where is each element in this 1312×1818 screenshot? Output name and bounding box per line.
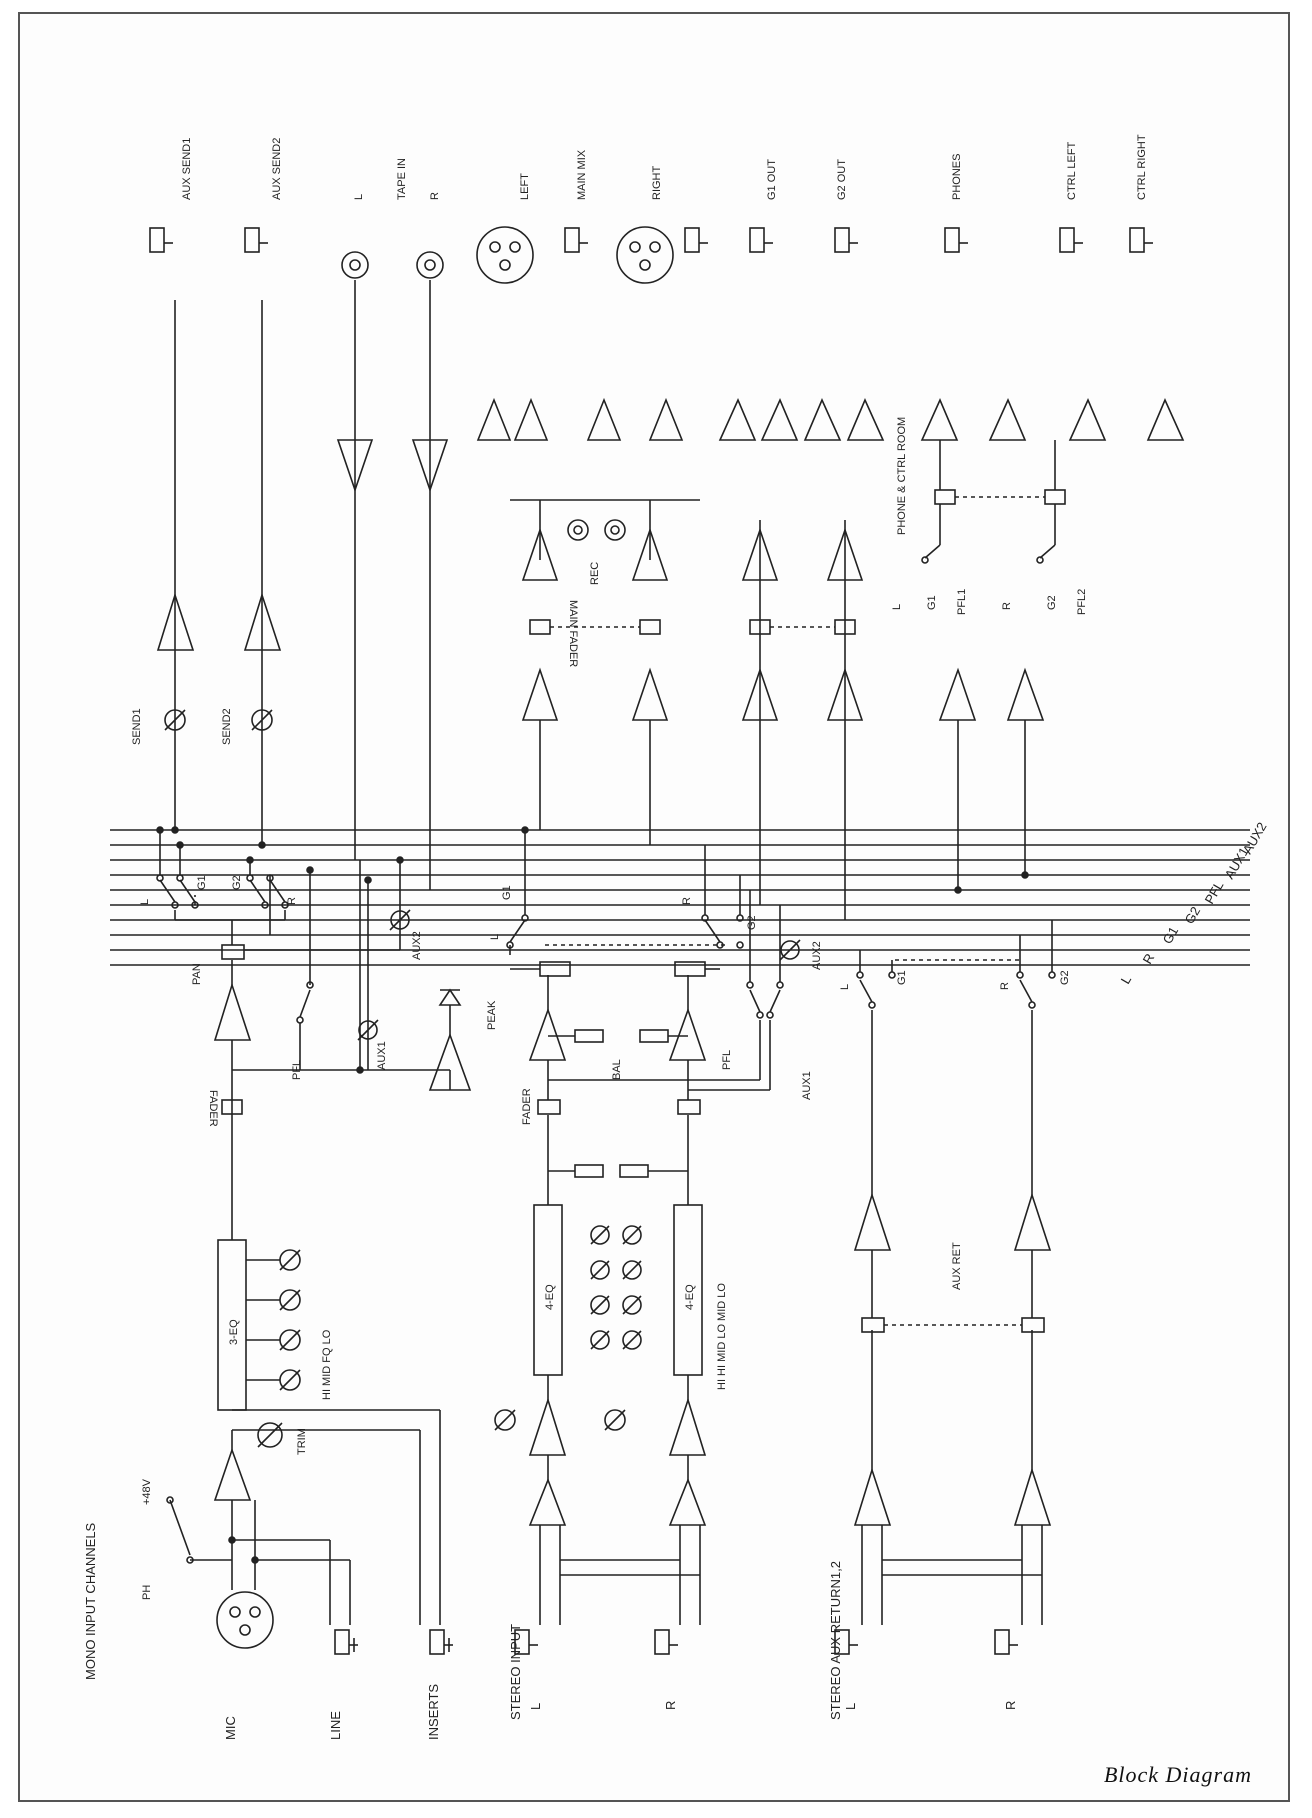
stereo-g1-label: G1 — [501, 885, 513, 900]
tape-r-label: R — [429, 192, 441, 200]
ctrl-right-label: CTRL RIGHT — [1136, 134, 1148, 200]
aux-ret-l-bus: L — [839, 984, 851, 990]
aux-send1-label: AUX SEND1 — [181, 138, 193, 200]
left-label: LEFT — [519, 173, 531, 200]
master-l-label: L — [891, 604, 903, 610]
mono-input-channel — [156, 826, 472, 1655]
rec-label: REC — [589, 562, 601, 585]
g1-out-label: G1 OUT — [766, 159, 778, 200]
mic-xlr-connector — [216, 1591, 274, 1649]
stereo-l-bus-label: L — [489, 934, 501, 940]
mono-r-label: R — [286, 897, 298, 905]
aux-ret-l-label: L — [843, 1703, 858, 1710]
master-g2-label: G2 — [1046, 595, 1058, 610]
inserts-label: INSERTS — [426, 1684, 441, 1740]
mono-amp — [213, 982, 252, 1041]
pan-pot — [221, 944, 245, 960]
mono-fader-label: FADER — [207, 1090, 219, 1127]
eq-3-bands-label: HI MID FQ LO — [321, 1329, 333, 1400]
stereo-l-label: L — [528, 1703, 543, 1710]
output-jacks — [149, 227, 1153, 253]
pfl2-label: PFL2 — [1076, 589, 1088, 615]
aux-ret-r-jack — [994, 1629, 1010, 1655]
mono-l-label: L — [139, 899, 151, 905]
stereo-g2-label: G2 — [746, 915, 758, 930]
bus-label: L — [1118, 973, 1135, 987]
stereo-aux1-label: AUX1 — [801, 1071, 813, 1100]
bal-label: BAL — [611, 1059, 623, 1080]
aux-ret-label: AUX RET — [951, 1242, 963, 1290]
eq-3-label: 3-EQ — [228, 1319, 240, 1345]
main-mix-label: MAIN MIX — [576, 149, 588, 200]
aux-send2-label: AUX SEND2 — [271, 138, 283, 200]
aux-ret-r-label: R — [1003, 1701, 1018, 1710]
diagram-frame — [18, 12, 1290, 1802]
phones-label: PHONES — [951, 154, 963, 200]
ctrl-left-label: CTRL LEFT — [1066, 141, 1078, 200]
stereo-fader-r — [677, 1099, 701, 1115]
bus-label: PFL — [1202, 878, 1227, 906]
master-g1-label: G1 — [926, 595, 938, 610]
aux-ret-g2: G2 — [1059, 970, 1071, 985]
aux-ret-r-bus: R — [999, 982, 1011, 990]
mic-preamp — [213, 1447, 252, 1501]
g2-out-label: G2 OUT — [836, 159, 848, 200]
phantom-label: +48V — [141, 1478, 153, 1505]
section-stereo-input: STEREO INPUT — [508, 1624, 523, 1720]
aux-ret-g1: G1 — [896, 970, 908, 985]
phone-ctrl-label: PHONE & CTRL ROOM — [896, 417, 908, 535]
stereo-eq-r-label: 4-EQ — [684, 1284, 696, 1310]
mono-aux1-label: AUX1 — [376, 1041, 388, 1070]
mic-label: MIC — [223, 1716, 238, 1740]
stereo-eq-bands-label: HI HI MID LO MID LO — [716, 1283, 728, 1390]
tape-in-label: TAPE IN — [396, 158, 408, 200]
peak-label: PEAK — [486, 1000, 498, 1030]
stereo-aux-return — [834, 920, 1056, 1655]
bus-label: G2 — [1182, 904, 1204, 927]
bus-label: G1 — [1160, 924, 1182, 947]
right-label: RIGHT — [651, 166, 663, 201]
stereo-fader-l — [537, 1099, 561, 1115]
stereo-eq-l-label: 4-EQ — [544, 1284, 556, 1310]
stereo-input-channel — [494, 826, 801, 1655]
section-mono-input: MONO INPUT CHANNELS — [83, 1522, 98, 1680]
line-jack — [334, 1629, 350, 1655]
section-stereo-aux-return: STEREO AUX RETURN1,2 — [828, 1561, 843, 1720]
stereo-r-bus-label: R — [681, 897, 693, 905]
mono-g2-label: G2 — [231, 875, 243, 890]
diagram-caption: Block Diagram — [1103, 1762, 1252, 1787]
mono-aux2-label: AUX2 — [411, 931, 423, 960]
master-section — [156, 226, 1185, 920]
send1-label: SEND1 — [131, 708, 143, 745]
trim-knob — [257, 1422, 283, 1448]
send2-label: SEND2 — [221, 708, 233, 745]
stereo-r-jack — [654, 1629, 670, 1655]
stereo-aux2-label: AUX2 — [811, 941, 823, 970]
mono-pfl-label: PFL — [291, 1060, 303, 1080]
line-label: LINE — [328, 1711, 343, 1740]
pan-label: PAN — [191, 963, 203, 985]
bus-label: R — [1140, 951, 1158, 967]
mono-g1-label: G1 — [196, 875, 208, 890]
pfl1-label: PFL1 — [956, 589, 968, 615]
stereo-pfl-label: PFL — [721, 1050, 733, 1070]
aux-ret-l-jack — [834, 1629, 850, 1655]
main-fader-label: MAIN FADER — [567, 600, 579, 667]
stereo-r-label: R — [663, 1701, 678, 1710]
ph-label: PH — [141, 1585, 153, 1600]
stereo-l-jack — [514, 1629, 530, 1655]
master-r-label: R — [1001, 602, 1013, 610]
bus-label: AUX2 — [1240, 820, 1270, 857]
inserts-jack — [429, 1629, 445, 1655]
tape-l-label: L — [353, 194, 365, 200]
trim-label: TRIM — [296, 1428, 308, 1455]
stereo-fader-label: FADER — [521, 1088, 533, 1125]
